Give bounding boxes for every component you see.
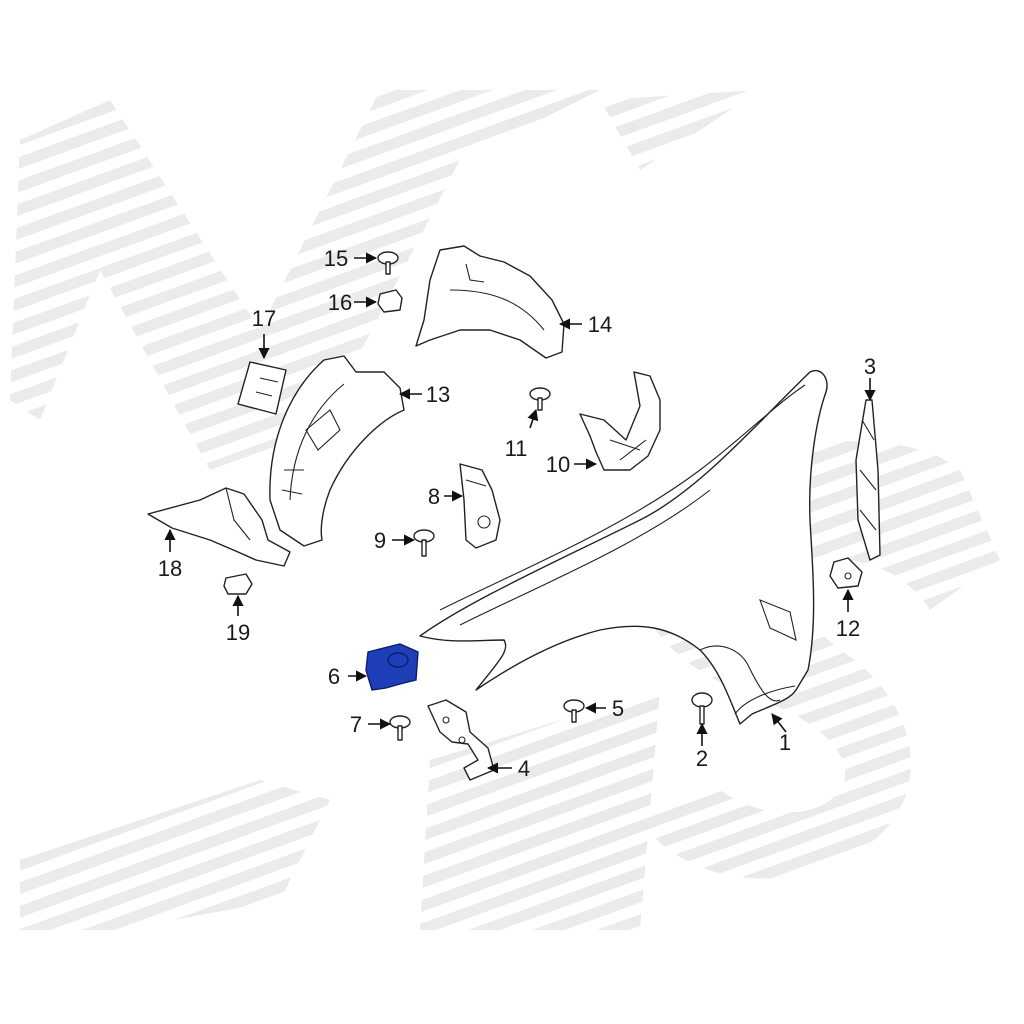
part-17-cover-plate[interactable] <box>237 361 287 415</box>
part-6-highlighted-bracket[interactable] <box>365 643 419 691</box>
part-14-inner-liner[interactable] <box>415 245 565 359</box>
part-7-screw[interactable] <box>389 715 411 741</box>
callout-18: 18 <box>158 556 182 581</box>
part-12-bracket[interactable] <box>829 557 863 589</box>
callout-17: 17 <box>252 306 276 331</box>
part-8-support-bracket[interactable] <box>459 463 501 549</box>
callout-11: 11 <box>505 436 528 461</box>
callout-9: 9 <box>374 528 386 553</box>
callout-5: 5 <box>612 696 624 721</box>
part-15-bolt[interactable] <box>377 251 399 275</box>
callout-7: 7 <box>350 712 362 737</box>
part-4-mounting-bracket[interactable] <box>427 699 495 781</box>
part-5-screw[interactable] <box>563 699 585 723</box>
callout-8: 8 <box>428 484 440 509</box>
part-10-fender-bracket[interactable] <box>579 371 661 471</box>
callout-10: 10 <box>546 452 570 477</box>
callout-13: 13 <box>426 382 450 407</box>
part-2-bolt[interactable] <box>691 692 713 725</box>
part-18-underbody-shield[interactable] <box>147 487 291 567</box>
callout-3: 3 <box>864 354 876 379</box>
callout-6: 6 <box>328 664 340 689</box>
callout-12: 12 <box>836 616 860 641</box>
callout-19: 19 <box>226 620 250 645</box>
callout-15: 15 <box>324 246 348 271</box>
part-11-screw[interactable] <box>529 387 551 411</box>
callout-4: 4 <box>518 756 530 781</box>
part-16-clip[interactable] <box>377 289 403 313</box>
part-13-wheel-arch-liner[interactable] <box>269 355 405 547</box>
callout-16: 16 <box>328 290 352 315</box>
callout-labels: 1 2 3 4 5 6 7 8 9 10 11 12 13 14 15 16 1… <box>158 246 876 781</box>
part-3-seal-strip[interactable] <box>855 399 881 561</box>
callout-2: 2 <box>696 746 708 771</box>
part-19-clip[interactable] <box>223 573 253 595</box>
callout-14: 14 <box>588 312 612 337</box>
callout-1: 1 <box>779 730 791 755</box>
leader-lines <box>164 252 876 774</box>
part-1-front-fender[interactable] <box>419 369 828 725</box>
part-9-screw[interactable] <box>413 529 435 557</box>
watermark-logo <box>10 90 1000 930</box>
